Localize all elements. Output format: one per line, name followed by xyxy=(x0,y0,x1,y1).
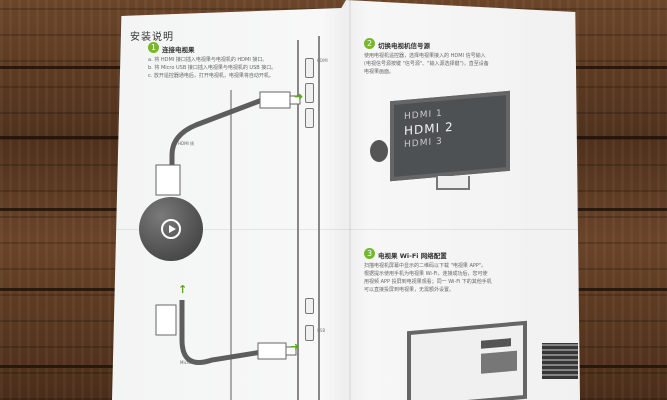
step-3-line: 可以直接投屏到电视果，无需额外设置。 xyxy=(364,287,455,293)
step-2-line: (电视信号源按键 "信号源"、"输入源选择键")，直至设备 xyxy=(364,61,489,67)
hdmi-input-2: HDMI 2 xyxy=(404,119,454,139)
paper-fold-horizontal xyxy=(112,229,580,230)
step-2-line: 使用电视机遥控器，选择电视果接入的 HDMI 信号输入 xyxy=(364,53,486,59)
usb-cable-label: Micro USB 线 xyxy=(180,360,206,365)
step-2-text: 使用电视机遥控器，选择电视果接入的 HDMI 信号输入 (电视信号源按键 "信号… xyxy=(364,52,554,76)
paper-fold-vertical xyxy=(349,0,351,400)
hdmi-port-1 xyxy=(305,58,314,78)
arrow-up-icon: ↑ xyxy=(178,283,188,296)
usb-plug xyxy=(257,342,287,360)
play-icon xyxy=(161,219,181,239)
step-2-badge: 2 xyxy=(364,38,375,49)
step-3-line: 用视频 APP 投屏到电视果观看；同一 Wi-Fi 下的其他手机 xyxy=(364,279,492,285)
manual-title: 安装说明 xyxy=(130,32,174,43)
tv-edge xyxy=(230,90,232,400)
hdmi-port-2 xyxy=(305,83,314,103)
step-3-line: 扫描电视机屏幕中显示的二维码以下载 "电视果 APP"。 xyxy=(364,263,487,269)
instruction-sheet: 安装说明 1 连接电视果 a. 将 HDMI 接口插入电视果与电视机的 HDMI… xyxy=(112,0,580,400)
tv-monitor-qr xyxy=(407,320,527,400)
usb-plug-tip xyxy=(285,346,297,356)
arrow-right-icon: ➜ xyxy=(294,90,304,103)
step-3-badge: 3 xyxy=(364,248,375,259)
hdmi-cable-label: HDMI 线 xyxy=(178,141,194,146)
hdmi-port-label: HDMI xyxy=(317,58,328,63)
cable-illustration xyxy=(155,91,301,365)
hdmi-port-3 xyxy=(305,108,314,128)
tv-monitor: HDMI 1 HDMI 2 HDMI 3 xyxy=(390,90,510,182)
step-1-title: 连接电视果 xyxy=(162,46,195,54)
step-2-line: 电视果画面。 xyxy=(364,69,395,75)
step-3-text: 扫描电视机屏幕中显示的二维码以下载 "电视果 APP"。 根据提示使用手机为电视… xyxy=(364,262,559,294)
step-1-line: c. 放开遥控器通电后，打开电视机，电视果将自动开机。 xyxy=(148,73,274,79)
hdmi-plug-tip xyxy=(289,95,301,105)
usb-port-label: USB xyxy=(317,328,326,333)
qr-code xyxy=(542,343,578,379)
step-1-badge: 1 xyxy=(148,42,159,53)
hdmi-input-1: HDMI 1 xyxy=(404,108,443,123)
step-1-line: a. 将 HDMI 接口插入电视果与电视机的 HDMI 接口。 xyxy=(148,57,268,63)
tv-side-panel xyxy=(318,36,320,400)
step-3-line: 根据提示使用手机为电视果 Wi-Fi，连接成功后，您可使 xyxy=(364,271,488,277)
usb-port-2 xyxy=(305,325,314,341)
setup-text-block xyxy=(481,338,511,349)
arrow-right-icon: ➜ xyxy=(290,340,300,353)
setup-text-block xyxy=(481,350,517,374)
tv-stand xyxy=(436,176,470,190)
usb-cable xyxy=(179,300,263,365)
hdmi-plug xyxy=(259,91,291,109)
step-3-title: 电视果 Wi-Fi 网络配置 xyxy=(378,252,447,260)
step-2-title: 切换电视机信号源 xyxy=(378,42,430,50)
hdmi-plug-device xyxy=(155,164,181,196)
step-1-line: b. 将 Micro USB 接口插入电视果与电视机的 USB 接口。 xyxy=(148,65,277,71)
tv-side-panel xyxy=(297,40,299,400)
hdmi-input-3: HDMI 3 xyxy=(404,136,443,151)
hdmi-cable xyxy=(169,97,263,165)
dongle-side-view xyxy=(370,140,388,162)
usb-port-1 xyxy=(305,298,314,314)
micro-usb-plug xyxy=(155,304,177,336)
step-1-text: a. 将 HDMI 接口插入电视果与电视机的 HDMI 接口。 b. 将 Mic… xyxy=(148,56,323,80)
